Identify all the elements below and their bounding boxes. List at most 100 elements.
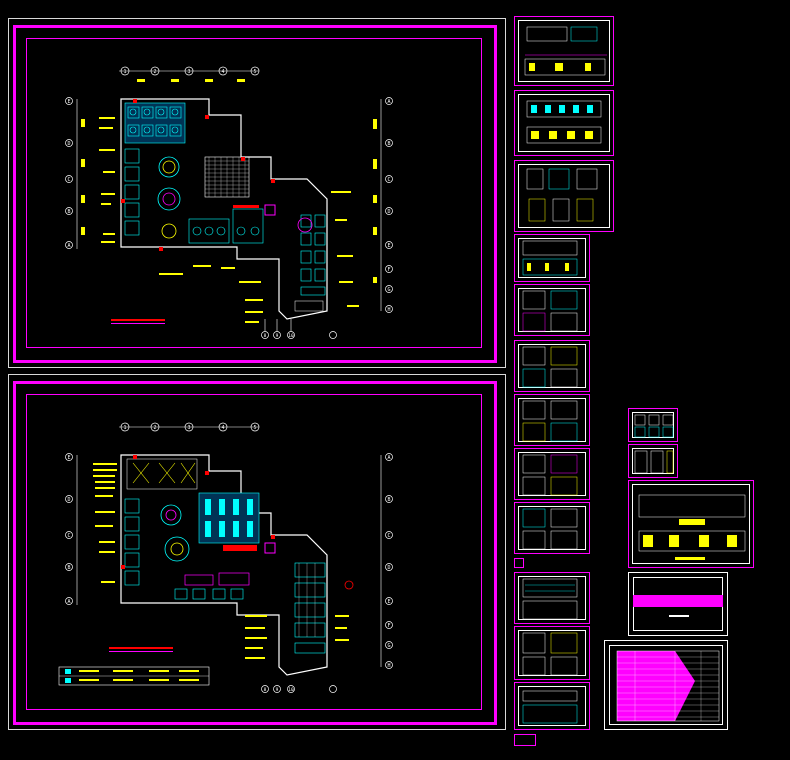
svg-text:H: H [387, 663, 390, 669]
thumbnail-frame [632, 412, 674, 438]
column-marker: 5 [250, 66, 260, 76]
row-marker: H [385, 661, 393, 669]
svg-text:D: D [387, 209, 390, 215]
row-marker: D [385, 563, 393, 571]
svg-text:E: E [387, 599, 390, 605]
thumbnail-drawing [526, 100, 602, 144]
detail-sheet-thumbnail[interactable] [628, 444, 678, 478]
axis-marker: 10 [287, 685, 295, 693]
svg-text:A: A [387, 99, 390, 105]
building-bottom [120, 454, 354, 676]
svg-text:C: C [387, 177, 390, 183]
row-marker: D [65, 139, 73, 147]
svg-text:5: 5 [253, 425, 256, 431]
svg-text:A: A [67, 599, 70, 605]
row-marker: C [65, 175, 73, 183]
plan-title-top [111, 319, 165, 324]
thumbnail-frame [518, 344, 586, 388]
row-marker: E [385, 597, 393, 605]
svg-text:9: 9 [276, 687, 279, 693]
svg-text:2: 2 [153, 425, 156, 431]
detail-sheet-thumbnail[interactable] [514, 558, 524, 568]
row-marker: A [385, 97, 393, 105]
svg-text:1: 1 [123, 69, 126, 75]
column-marker: 4 [218, 66, 228, 76]
thumbnail-drawing [522, 290, 578, 332]
svg-text:C: C [387, 533, 390, 539]
row-marker: B [385, 495, 393, 503]
thumbnail-frame [518, 164, 610, 228]
column-marker: 1 [120, 66, 130, 76]
row-marker: B [65, 563, 73, 571]
column-marker: 1 [120, 422, 130, 432]
svg-text:4: 4 [221, 425, 224, 431]
thumbnail-drawing [522, 578, 578, 620]
detail-sheet-thumbnail[interactable] [514, 160, 614, 232]
detail-sheet-thumbnail[interactable] [514, 284, 590, 336]
thumbnail-drawing [634, 450, 674, 474]
detail-sheet-thumbnail[interactable] [514, 340, 590, 392]
title-block-thumbnail[interactable] [514, 734, 536, 746]
svg-text:F: F [387, 267, 390, 273]
detail-sheet-thumbnail[interactable] [514, 682, 590, 730]
svg-text:B: B [387, 141, 390, 147]
thumbnail-frame [632, 484, 750, 564]
row-markers-right-bottom: A B C D E F G H [380, 453, 393, 669]
row-marker: G [385, 285, 393, 293]
detail-sheet-thumbnail[interactable] [514, 448, 590, 500]
floor-plan-bottom: 1 2 3 4 5 E D C B A A B C D E F G H [58, 422, 393, 693]
building-top [120, 98, 328, 320]
detail-sheet-thumbnail[interactable] [514, 572, 590, 624]
row-marker: A [385, 453, 393, 461]
svg-text:A: A [387, 455, 390, 461]
row-marker: C [65, 531, 73, 539]
row-marker: E [65, 453, 73, 461]
index-table-thumbnail[interactable] [604, 640, 728, 730]
svg-text:10: 10 [288, 687, 294, 693]
thumbnail-frame [518, 20, 610, 82]
detail-sheet-thumbnail[interactable] [514, 90, 614, 156]
thumbnail-frame [518, 94, 610, 152]
cover-sheet-thumbnail[interactable] [628, 572, 728, 636]
row-marker: C [385, 175, 393, 183]
svg-text:10: 10 [288, 333, 294, 339]
row-marker: D [385, 207, 393, 215]
drawing-sheet-top[interactable]: 1 2 3 4 5 E D C B A A B C D E F G H [8, 18, 506, 368]
svg-text:C: C [67, 177, 70, 183]
column-marker: 5 [250, 422, 260, 432]
thumbnail-drawing [522, 346, 578, 388]
cover-title-band [633, 595, 723, 607]
svg-text:5: 5 [253, 69, 256, 75]
drawing-sheet-bottom[interactable]: 1 2 3 4 5 E D C B A A B C D E F G H [8, 374, 506, 730]
row-marker: H [385, 305, 393, 313]
svg-text:E: E [67, 99, 70, 105]
elevation-sheet-thumbnail[interactable] [628, 480, 754, 568]
axis-marker: 9 [273, 331, 281, 339]
detail-sheet-thumbnail[interactable] [514, 394, 590, 446]
svg-text:H: H [387, 307, 390, 313]
svg-text:A: A [67, 243, 70, 249]
sheet-frame-top [13, 25, 497, 363]
detail-sheet-thumbnail[interactable] [514, 16, 614, 86]
detail-sheet-thumbnail[interactable] [514, 502, 590, 554]
svg-text:E: E [387, 243, 390, 249]
detail-sheet-thumbnail[interactable] [514, 626, 590, 680]
svg-text:B: B [67, 209, 70, 215]
row-marker: E [65, 97, 73, 105]
row-marker: G [385, 641, 393, 649]
thumbnail-drawing [522, 400, 578, 442]
row-marker: B [65, 207, 73, 215]
detail-sheet-thumbnail[interactable] [514, 234, 590, 282]
row-marker: F [385, 265, 393, 273]
row-marker: C [385, 531, 393, 539]
row-markers-left-top: E D C B A [65, 97, 85, 249]
thumbnail-drawing [522, 632, 578, 676]
svg-text:E: E [67, 455, 70, 461]
column-marker: 3 [184, 66, 194, 76]
row-marker: F [385, 621, 393, 629]
svg-text:C: C [67, 533, 70, 539]
detail-sheet-thumbnail[interactable] [628, 408, 678, 442]
row-markers-left-bottom: E D C B A [65, 453, 78, 605]
svg-text:G: G [387, 643, 390, 649]
svg-text:1: 1 [123, 425, 126, 431]
